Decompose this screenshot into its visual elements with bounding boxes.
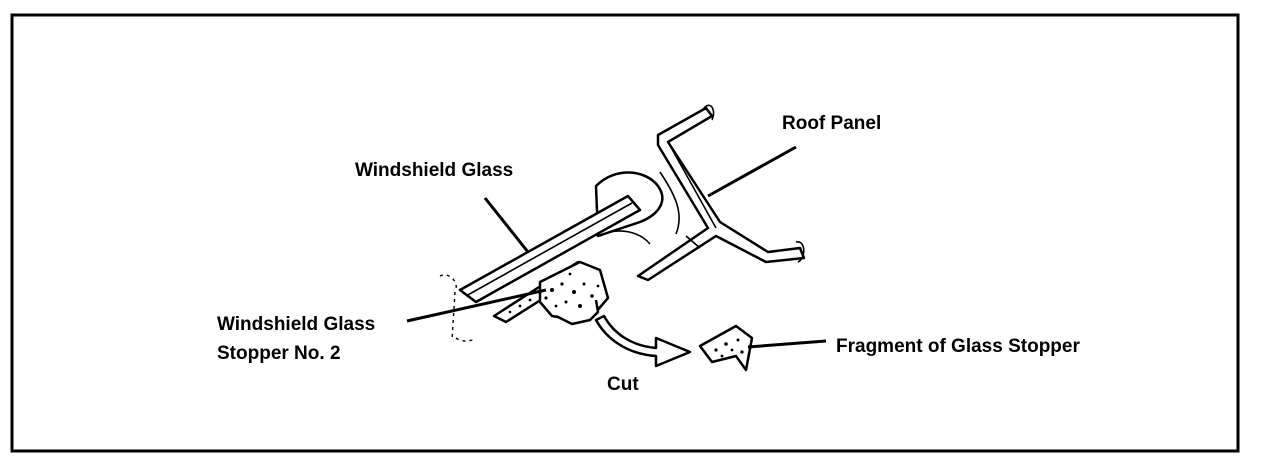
fragment-illustration [698,324,754,372]
label-cut: Cut [607,374,639,395]
leader-roof-panel [707,145,797,198]
label-stopper-line1: Windshield Glass [217,314,375,335]
leader-windshield-glass [483,197,530,253]
label-fragment: Fragment of Glass Stopper [836,336,1080,357]
label-roof-panel: Roof Panel [782,113,881,134]
leader-stopper [406,288,547,323]
cut-arrow [594,314,692,368]
diagram-border [10,13,1240,453]
label-stopper-line2: Stopper No. 2 [217,343,341,364]
label-windshield-glass: Windshield Glass [355,160,513,181]
windshield-glass-illustration [439,171,664,342]
leader-fragment [747,339,827,349]
roof-panel-illustration [599,104,806,282]
